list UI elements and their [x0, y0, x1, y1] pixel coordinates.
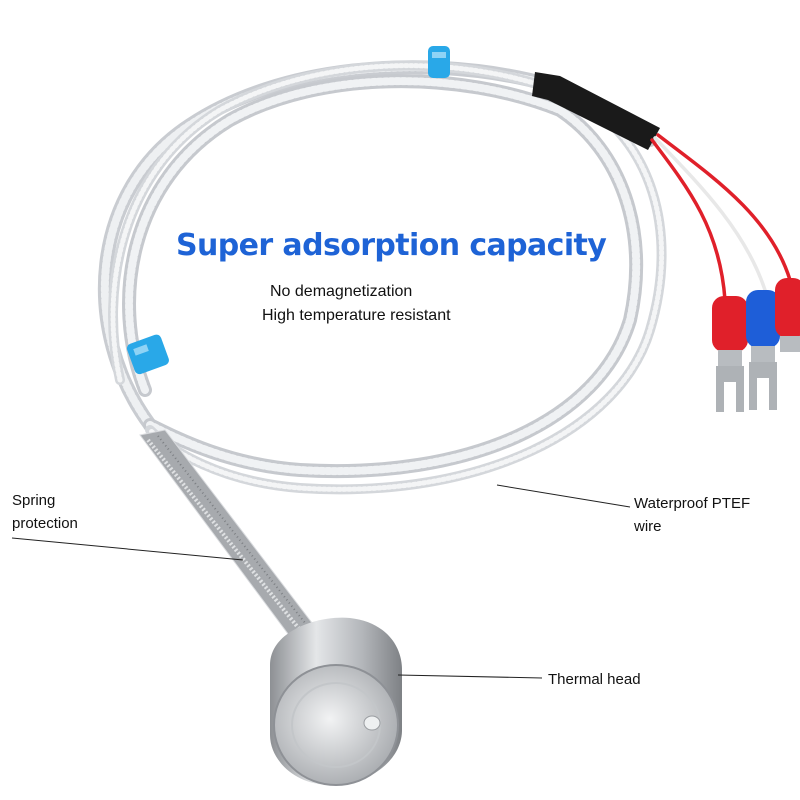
crimp-lug-blue: [746, 290, 780, 410]
callout-wire-line1: Waterproof PTEF: [634, 495, 751, 512]
cable-clip-left: [126, 334, 169, 375]
callout-thermal-head: Thermal head: [548, 671, 641, 688]
cable-clip-top: [428, 46, 450, 78]
headline: Super adsorption capacity: [176, 228, 607, 263]
feature-no-demagnetization: No demagnetization: [270, 283, 413, 300]
callout-waterproof-wire: Waterproof PTEF wire: [634, 492, 794, 538]
callout-spring-protection: Spring protection: [12, 489, 132, 535]
thermal-head: [270, 617, 402, 786]
callout-spring-line2: protection: [12, 515, 78, 532]
head-leader-line: [397, 674, 543, 679]
crimp-lug-red-right: [775, 278, 800, 352]
lead-wires: [650, 133, 792, 302]
feature-high-temperature: High temperature resistant: [262, 307, 451, 324]
callout-wire-line2: wire: [634, 518, 662, 535]
heat-shrink-sleeve: [532, 72, 660, 150]
callout-spring-line1: Spring: [12, 492, 56, 509]
wire-leader-line: [496, 484, 631, 508]
crimp-lug-red-left: [712, 296, 748, 412]
spring-leader-line: [11, 537, 244, 561]
braided-cable: [98, 60, 667, 495]
